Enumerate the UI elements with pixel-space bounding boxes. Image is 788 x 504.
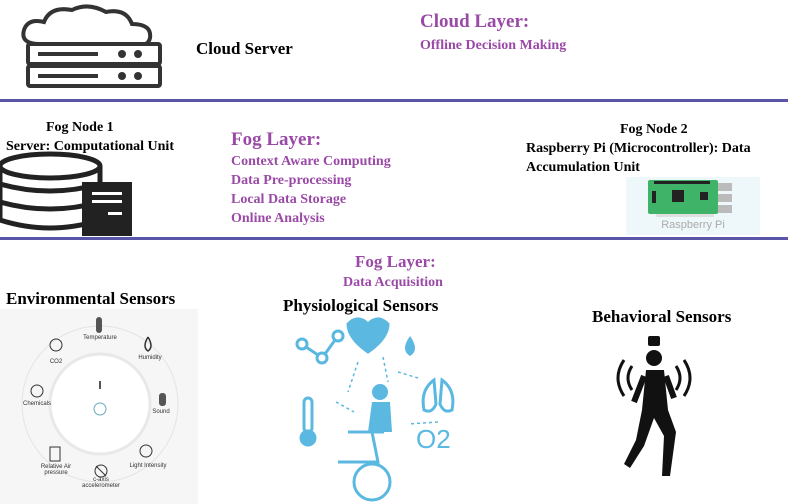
environmental-sensors-label: Environmental Sensors (6, 289, 176, 308)
sensing-layer-item: Data Acquisition (343, 275, 443, 290)
cloud-server-label: Cloud Server (196, 39, 293, 58)
env-label: Sound (152, 409, 170, 415)
fog-sensor-divider (0, 237, 788, 240)
raspberry-pi-caption: Raspberry Pi (661, 219, 725, 231)
fog-layer-item: Context Aware Computing (231, 154, 391, 169)
env-label: Chemicals (22, 401, 51, 407)
fog-layer-item: Local Data Storage (231, 192, 347, 207)
physiological-sensors-illustration (295, 317, 455, 502)
env-label: Relative Air pressure (40, 464, 72, 476)
behavioral-sensor-person-icon (616, 336, 692, 476)
raspberry-pi-image: Raspberry Pi (626, 177, 760, 235)
fog-layer-title: Fog Layer: (231, 129, 322, 150)
env-label: Light Intensity (129, 463, 167, 469)
env-label: Temperature (83, 335, 117, 341)
environmental-sensor-device-icon (21, 317, 179, 483)
database-server-icon (0, 151, 132, 236)
fog-layer-item: Online Analysis (231, 211, 325, 226)
fog-node2-desc: Raspberry Pi (Microcontroller): Data (526, 141, 751, 156)
fog-layer-item: Data Pre-processing (231, 173, 352, 188)
physiological-sensors-label: Physiological Sensors (283, 296, 439, 315)
env-label: c-axis accelerometer (81, 477, 120, 489)
env-label: Humidity (138, 355, 162, 361)
o2-label: O2 (416, 424, 451, 454)
cloud-server-icon (21, 4, 162, 88)
cloud-layer-item: Offline Decision Making (420, 38, 567, 53)
cloud-layer-title: Cloud Layer: (420, 11, 530, 32)
behavioral-sensors-label: Behavioral Sensors (592, 307, 732, 326)
physiological-sensors-image: O2 (288, 312, 470, 504)
sensing-layer-title: Fog Layer: (355, 252, 436, 271)
fog-node1-title: Fog Node 1 (46, 120, 114, 135)
fog-node2-desc: Accumulation Unit (526, 160, 640, 175)
env-label: CO2 (49, 359, 63, 365)
environmental-sensors-image: Temperature Humidity Sound Light Intensi… (0, 309, 198, 504)
cloud-fog-divider (0, 99, 788, 102)
fog-node1-desc: Server: Computational Unit (6, 139, 174, 154)
raspberry-pi-board-icon (648, 180, 732, 217)
fog-node2-title: Fog Node 2 (620, 122, 688, 137)
